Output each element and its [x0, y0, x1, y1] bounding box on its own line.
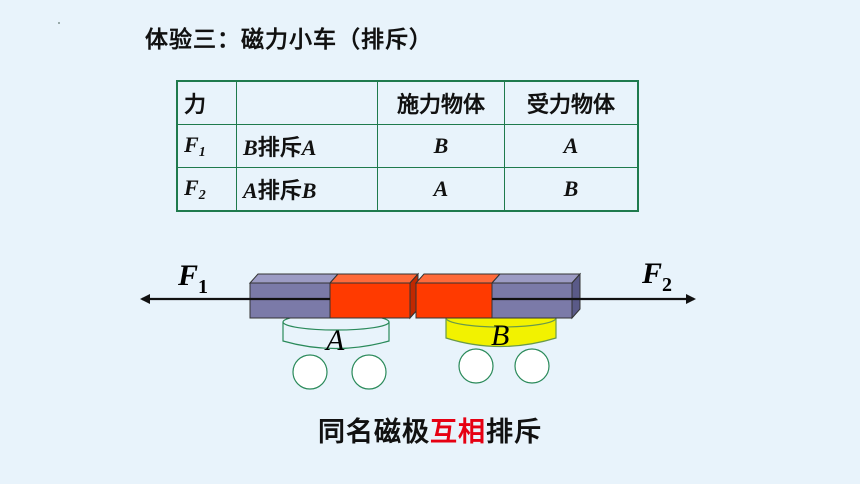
cart-a-base: [282, 322, 390, 350]
force-symbol: F: [184, 174, 199, 200]
magnet-a-purple-top: [248, 273, 340, 284]
exerter-cell: B: [377, 124, 505, 168]
header-receiver: 受力物体: [504, 80, 639, 125]
magnet-b-red-pole: [415, 282, 493, 319]
forces-table: 力 施力物体 受力物体 F1 B排斥A B A F2 A排斥B A B: [176, 80, 639, 212]
force-label-right: F2: [641, 257, 672, 296]
magnet-b-purple-top: [490, 273, 582, 284]
force-subscript: 1: [198, 144, 206, 160]
force-label-left: F1: [177, 259, 208, 298]
table-row: F2 A排斥B A B: [176, 167, 639, 212]
caption-highlight: 互相: [430, 417, 486, 448]
magnet-b-purple-pole: [491, 282, 573, 319]
magnet-b-side: [571, 272, 581, 320]
header-exerter: 施力物体: [377, 80, 505, 125]
cart-b-wheel-left: [458, 348, 494, 384]
description-cell: A排斥B: [236, 167, 378, 212]
cart-a-label: A: [324, 324, 345, 357]
table-row: F1 B排斥A B A: [176, 124, 639, 168]
magnet-a: [248, 272, 420, 320]
desc-left: B: [243, 135, 258, 160]
caption-part1: 同名磁极: [318, 417, 430, 448]
table-header-row: 力 施力物体 受力物体: [176, 80, 639, 125]
desc-right: A: [301, 135, 317, 160]
cart-a-wheel-right: [351, 354, 387, 390]
force-cell: F2: [176, 167, 237, 212]
exerter-cell: A: [377, 167, 505, 212]
desc-mid: 排斥: [257, 179, 302, 204]
desc-right: B: [301, 178, 317, 203]
receiver-cell: B: [504, 167, 639, 212]
force-subscript: 2: [198, 187, 206, 203]
magnet-a-red-pole: [329, 282, 411, 319]
cart-a: [282, 313, 390, 390]
magnet-b: [414, 272, 582, 320]
cart-b-wheel-right: [514, 348, 550, 384]
receiver-cell: A: [504, 124, 639, 168]
force-symbol: F: [184, 131, 199, 157]
desc-left: A: [243, 178, 258, 203]
desc-mid: 排斥: [257, 136, 302, 161]
caption: 同名磁极互相排斥: [0, 410, 860, 449]
magnet-a-purple-pole: [249, 282, 331, 319]
magnet-a-red-top: [328, 273, 420, 284]
decorative-dot: [58, 22, 60, 24]
magnet-b-red-top: [414, 273, 502, 284]
page-title: 体验三：磁力小车（排斥）: [145, 27, 433, 53]
description-cell: B排斥A: [236, 124, 378, 168]
caption-part2: 排斥: [486, 417, 542, 448]
cart-a-wheel-left: [292, 354, 328, 390]
cart-b-label: B: [491, 319, 509, 352]
